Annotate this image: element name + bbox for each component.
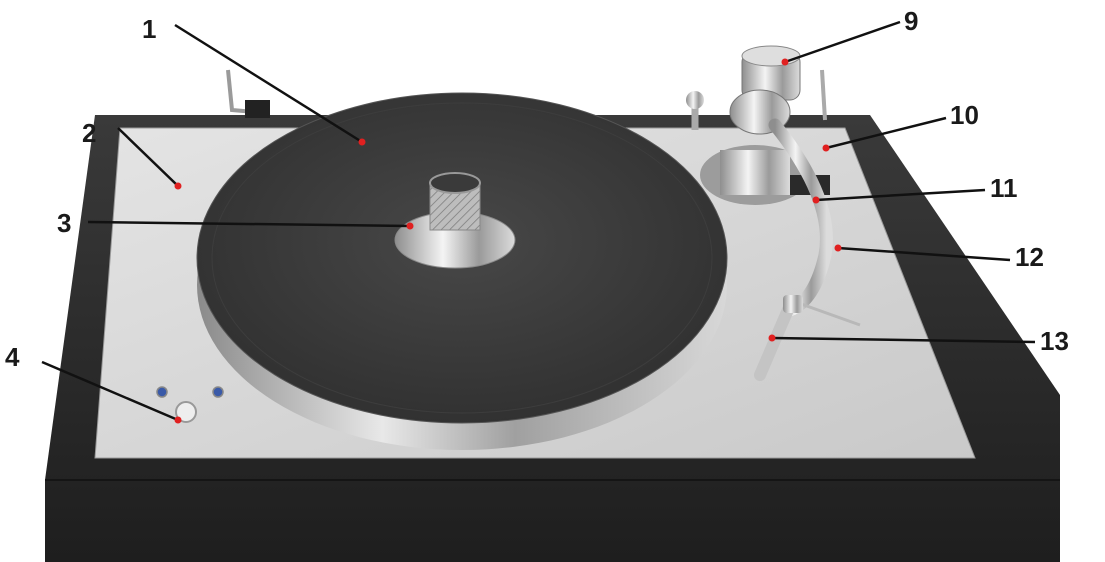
callout-dot-11: [813, 197, 820, 204]
callout-dot-13: [769, 335, 776, 342]
callout-dot-9: [782, 59, 789, 66]
callout-label-9: 9: [904, 6, 918, 36]
callout-label-3: 3: [57, 208, 71, 238]
callout-label-11: 11: [990, 173, 1018, 203]
callout-dot-10: [823, 145, 830, 152]
callout-label-10: 10: [950, 100, 979, 130]
callout-dot-4: [175, 417, 182, 424]
rear-bracket: [228, 70, 270, 118]
callout-dot-12: [835, 245, 842, 252]
callout-label-4: 4: [5, 342, 20, 372]
platter: [197, 93, 727, 450]
callout-dot-1: [359, 139, 366, 146]
callout-dot-2: [175, 183, 182, 190]
callout-label-13: 13: [1040, 326, 1069, 356]
callout-label-1: 1: [142, 14, 156, 44]
callout-dot-3: [407, 223, 414, 230]
callout-line-9: [785, 22, 900, 62]
callout-label-2: 2: [82, 118, 96, 148]
callout-label-12: 12: [1015, 242, 1044, 272]
